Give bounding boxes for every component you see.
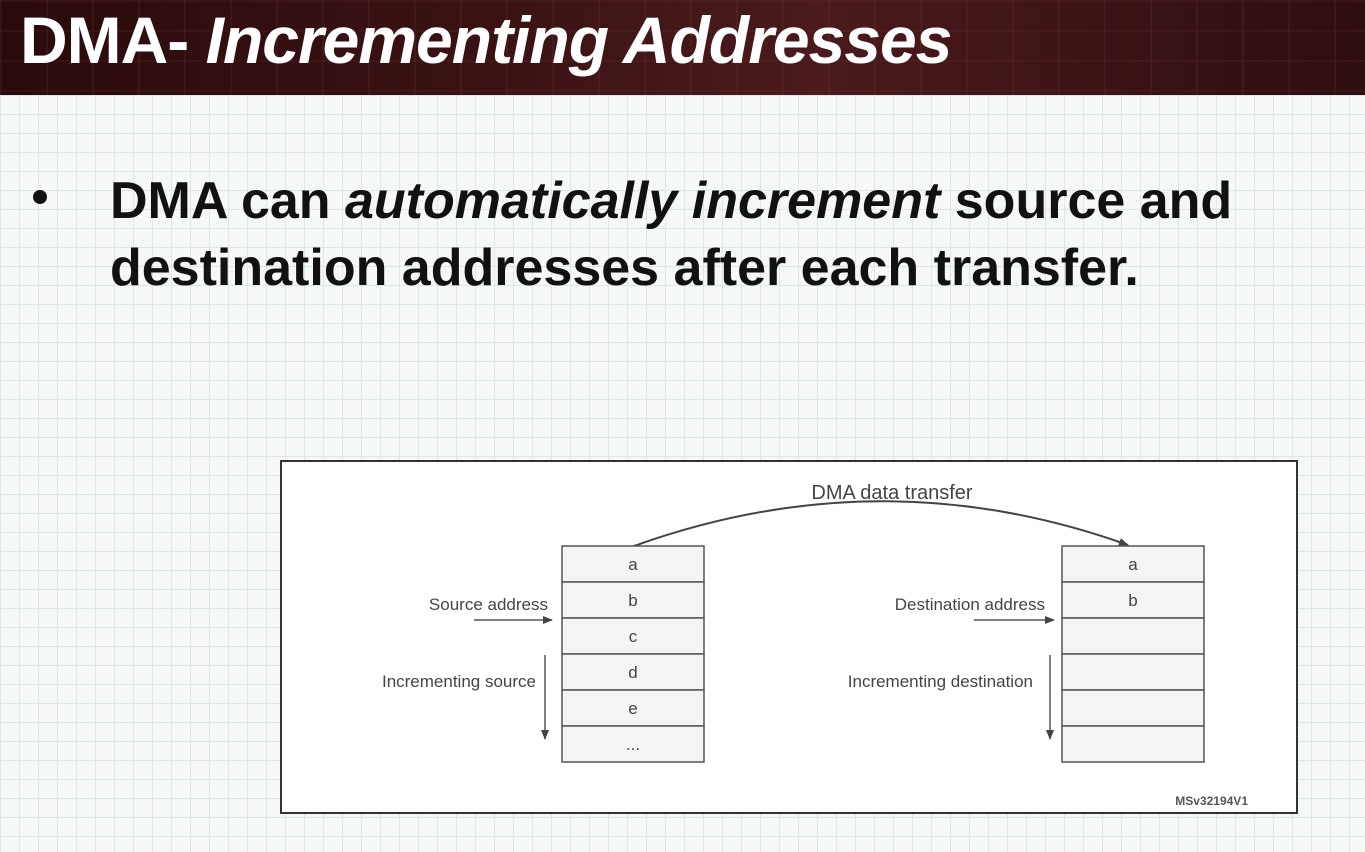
source-cell-label: c [629,627,638,646]
bullet-part1: DMA can [110,172,345,230]
source-cell-box [561,581,705,619]
title-prefix: DMA- [20,3,206,77]
destination-cell [1061,689,1205,727]
source-cell-box [561,545,705,583]
incrementing-source-label: Incrementing source [382,672,536,691]
transfer-arrow [633,500,1129,547]
transfer-label: DMA data transfer [811,482,973,504]
destination-memory-column: ab [1061,545,1205,763]
source-cell: b [561,581,705,619]
source-cell-box [561,689,705,727]
slide-title: DMA- Incrementing Addresses [20,2,953,78]
title-emphasis: Incrementing Addresses [205,3,953,77]
source-cell-label: b [628,591,637,610]
source-cell: a [561,545,705,583]
bullet-text: DMA can automatically increment source a… [110,168,1290,302]
destination-cell [1061,725,1205,763]
destination-cell-box [1061,653,1205,691]
destination-cell-box [1061,725,1205,763]
incrementing-destination-label: Incrementing destination [848,672,1033,691]
slide-header: DMA- Incrementing Addresses [0,0,1365,95]
destination-cell: b [1061,581,1205,619]
destination-cell-box [1061,581,1205,619]
source-cell: ... [561,725,705,763]
destination-cell [1061,617,1205,655]
source-cell-box [561,617,705,655]
destination-cell-label: b [1128,591,1137,610]
source-cell: c [561,617,705,655]
source-memory-column: abcde... [561,545,705,763]
source-cell: d [561,653,705,691]
destination-cell [1061,653,1205,691]
figure-id: MSv32194V1 [1175,794,1248,808]
source-cell-label: a [628,555,638,574]
source-cell-label: d [628,663,637,682]
source-cell-label: ... [626,735,640,754]
destination-cell-box [1061,617,1205,655]
bullet-dot [33,190,47,204]
destination-cell-box [1061,689,1205,727]
bullet-part2: source and destination addresses after e… [110,172,1233,297]
source-cell: e [561,689,705,727]
destination-cell-label: a [1128,555,1138,574]
source-cell-box [561,725,705,763]
source-cell-label: e [628,699,637,718]
bullet-emphasis: automatically increment [345,172,941,230]
destination-address-label: Destination address [895,595,1045,614]
destination-cell: a [1061,545,1205,583]
source-address-label: Source address [429,595,548,614]
